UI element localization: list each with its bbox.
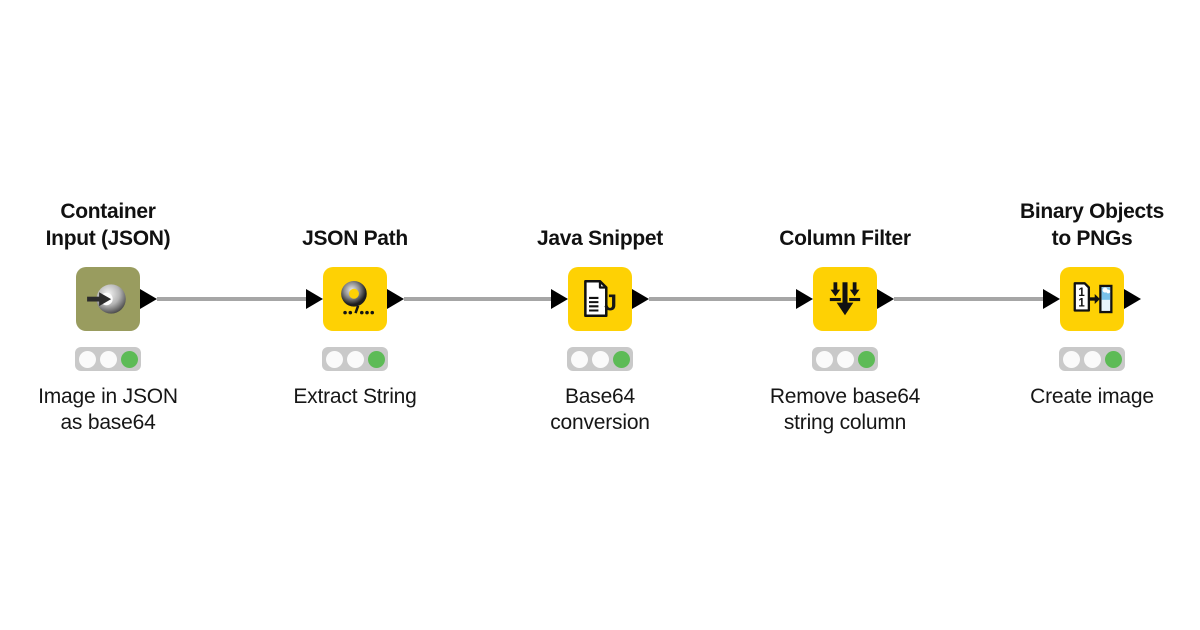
java-snippet-icon: J xyxy=(577,276,623,322)
output-port[interactable] xyxy=(632,289,649,309)
node-body-json-path[interactable] xyxy=(323,267,387,331)
column-filter-icon xyxy=(822,276,868,322)
node-body-container-input[interactable] xyxy=(76,267,140,331)
traffic-light-red xyxy=(1062,350,1080,368)
output-port[interactable] xyxy=(140,289,157,309)
node-title: JSON Path xyxy=(302,227,408,250)
workflow-node-container-input: Container Input (JSON) xyxy=(0,196,218,446)
node-body-binary-objects[interactable]: 1 1 xyxy=(1060,267,1124,331)
connection-line[interactable] xyxy=(894,297,1043,301)
traffic-light-yellow xyxy=(591,350,609,368)
svg-text:1: 1 xyxy=(1078,297,1085,309)
node-title: Binary Objects to PNGs xyxy=(1019,200,1165,250)
traffic-light-green xyxy=(857,350,875,368)
traffic-light-red xyxy=(815,350,833,368)
traffic-light xyxy=(812,347,878,371)
output-port[interactable] xyxy=(1124,289,1141,309)
workflow-node-binary-objects-to-pngs: Binary Objects to PNGs 1 1 xyxy=(982,196,1200,446)
svg-text:J: J xyxy=(604,290,617,316)
node-body-java-snippet[interactable]: J xyxy=(568,267,632,331)
traffic-light-yellow xyxy=(1083,350,1101,368)
traffic-light-yellow xyxy=(836,350,854,368)
node-title: Java Snippet xyxy=(537,227,663,250)
node-title: Container Input (JSON) xyxy=(45,200,171,250)
svg-text:1: 1 xyxy=(1078,287,1085,299)
workflow-node-json-path: JSON Path xyxy=(245,196,465,446)
traffic-light xyxy=(75,347,141,371)
traffic-light-green xyxy=(120,350,138,368)
node-annotation: Remove base64 string column xyxy=(769,385,921,434)
node-annotation: Extract String xyxy=(293,385,417,408)
output-port[interactable] xyxy=(877,289,894,309)
traffic-light-green xyxy=(612,350,630,368)
connection-line[interactable] xyxy=(157,297,306,301)
traffic-light-green xyxy=(367,350,385,368)
node-body-column-filter[interactable] xyxy=(813,267,877,331)
connection-line[interactable] xyxy=(649,297,796,301)
traffic-light xyxy=(567,347,633,371)
traffic-light-yellow xyxy=(346,350,364,368)
output-port[interactable] xyxy=(387,289,404,309)
traffic-light-red xyxy=(325,350,343,368)
connection-line[interactable] xyxy=(404,297,551,301)
node-annotation: Create image xyxy=(1030,385,1154,408)
traffic-light-red xyxy=(78,350,96,368)
container-input-icon xyxy=(85,276,131,322)
node-annotation: Base64 conversion xyxy=(550,385,650,434)
traffic-light-green xyxy=(1104,350,1122,368)
traffic-light xyxy=(322,347,388,371)
binary-objects-to-pngs-icon: 1 1 xyxy=(1069,276,1115,322)
input-port[interactable] xyxy=(551,289,568,309)
input-port[interactable] xyxy=(796,289,813,309)
json-path-icon xyxy=(332,276,378,322)
traffic-light xyxy=(1059,347,1125,371)
node-title: Column Filter xyxy=(779,227,911,250)
input-port[interactable] xyxy=(306,289,323,309)
workflow-node-column-filter: Column Filter Remove base xyxy=(735,196,955,446)
traffic-light-yellow xyxy=(99,350,117,368)
workflow-node-java-snippet: Java Snippet J Base64 conversion xyxy=(490,196,710,446)
node-annotation: Image in JSON as base64 xyxy=(38,385,178,434)
traffic-light-red xyxy=(570,350,588,368)
input-port[interactable] xyxy=(1043,289,1060,309)
